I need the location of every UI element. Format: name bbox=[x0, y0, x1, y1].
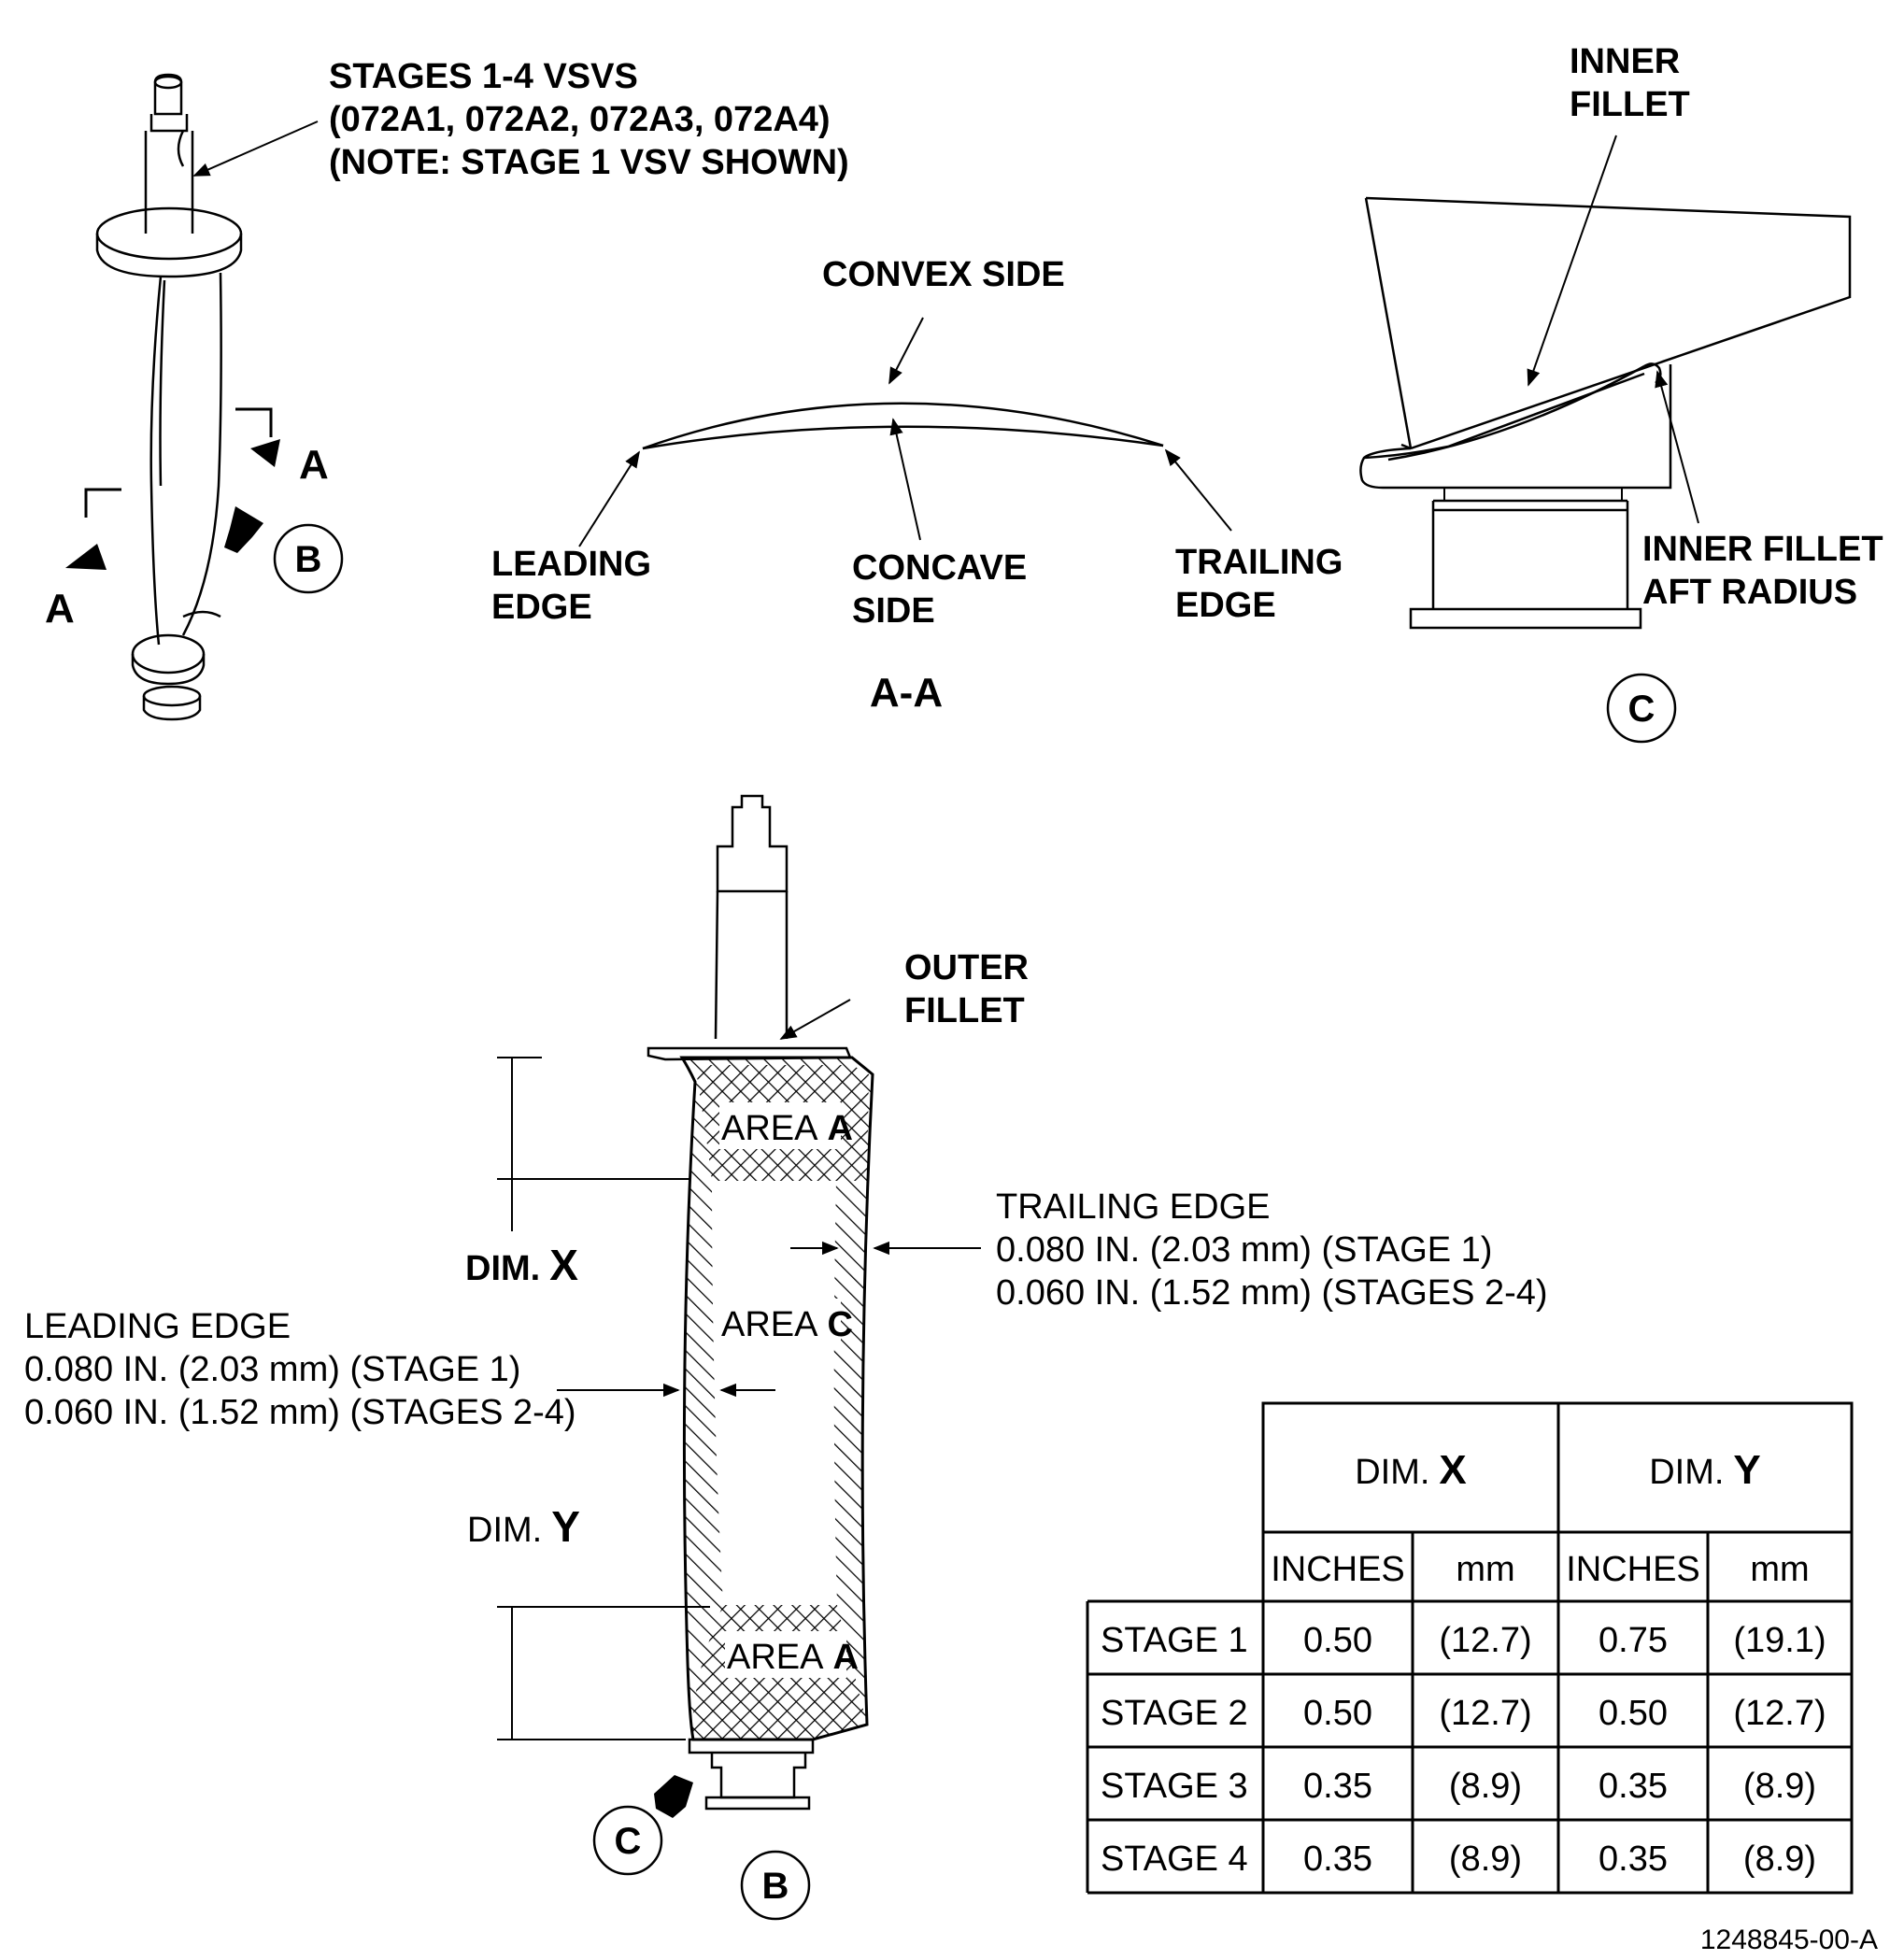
view-b-marker-top: B bbox=[273, 523, 344, 594]
concave-side-label-1: CONCAVE bbox=[852, 548, 1027, 588]
dim-y-label: DIM.Y bbox=[467, 1502, 580, 1551]
figure-id: 1248845-00-A bbox=[1700, 1924, 1878, 1955]
detail-c-view bbox=[1359, 135, 1852, 630]
table-subheader-y-inches: INCHES bbox=[1566, 1550, 1700, 1589]
table-cell-x-mm: (12.7) bbox=[1439, 1694, 1531, 1733]
table-header-dim-x: DIM.X bbox=[1355, 1447, 1467, 1493]
area-prefix: AREA bbox=[721, 1305, 818, 1344]
trailing-edge-label-2: EDGE bbox=[1175, 586, 1276, 625]
concave-side-label-2: SIDE bbox=[852, 591, 935, 631]
view-c-marker-bottom: C bbox=[592, 1805, 663, 1876]
leading-edge-label-1: LEADING bbox=[491, 545, 651, 584]
table-cell-y-mm: (8.9) bbox=[1743, 1767, 1816, 1806]
dim-y-letter: Y bbox=[551, 1502, 580, 1551]
table-cell-x-in: 0.35 bbox=[1303, 1839, 1372, 1879]
area-prefix: AREA bbox=[727, 1638, 824, 1677]
inner-fillet-aft-label-2: AFT RADIUS bbox=[1642, 573, 1857, 612]
trailing-edge-note-1: TRAILING EDGE bbox=[996, 1187, 1271, 1227]
table-cell-stage: STAGE 2 bbox=[1101, 1694, 1248, 1733]
table-cell-stage: STAGE 4 bbox=[1101, 1839, 1248, 1879]
stages-label-line1: STAGES 1-4 VSVS bbox=[329, 57, 638, 96]
dim-prefix: DIM. bbox=[467, 1511, 542, 1550]
view-c-label-top: C bbox=[1628, 689, 1656, 730]
table-cell-y-in: 0.50 bbox=[1599, 1694, 1668, 1733]
leading-edge-note-1: LEADING EDGE bbox=[24, 1307, 291, 1346]
table-header-dim-y: DIM.Y bbox=[1649, 1447, 1761, 1493]
table-subheader-x-mm: mm bbox=[1456, 1550, 1514, 1589]
cut-a-upper: A bbox=[299, 442, 329, 488]
table-cell-y-in: 0.35 bbox=[1599, 1767, 1668, 1806]
dimension-table bbox=[1086, 1401, 1854, 1895]
inner-fillet-label-1: INNER bbox=[1570, 42, 1680, 81]
table-cell-stage: STAGE 3 bbox=[1101, 1767, 1248, 1806]
table-row: STAGE 4 0.35 (8.9) 0.35 (8.9) bbox=[1101, 1839, 1816, 1879]
table-row: STAGE 3 0.35 (8.9) 0.35 (8.9) bbox=[1101, 1767, 1816, 1806]
table-cell-y-in: 0.35 bbox=[1599, 1839, 1668, 1879]
trailing-edge-note-3: 0.060 IN. (1.52 mm) (STAGES 2-4) bbox=[996, 1273, 1548, 1313]
table-cell-x-in: 0.50 bbox=[1303, 1694, 1372, 1733]
view-b-label: B bbox=[295, 539, 322, 580]
outer-fillet-label-1: OUTER bbox=[904, 948, 1029, 987]
convex-side-label: CONVEX SIDE bbox=[822, 255, 1065, 294]
stages-label-line3: (NOTE: STAGE 1 VSV SHOWN) bbox=[329, 143, 849, 182]
trailing-edge-note-2: 0.080 IN. (2.03 mm) (STAGE 1) bbox=[996, 1230, 1492, 1270]
area-prefix: AREA bbox=[721, 1109, 818, 1148]
table-cell-x-mm: (8.9) bbox=[1449, 1839, 1522, 1879]
leading-edge-label-2: EDGE bbox=[491, 588, 592, 627]
view-b-inspection-areas bbox=[497, 794, 981, 1818]
area-a-letter: A bbox=[832, 1638, 858, 1677]
inner-fillet-aft-label-1: INNER FILLET bbox=[1642, 530, 1883, 569]
view-c-label-bottom: C bbox=[615, 1821, 642, 1862]
section-aa-label: A-A bbox=[870, 670, 943, 716]
table-cell-y-mm: (19.1) bbox=[1733, 1621, 1826, 1660]
dim-x-letter: X bbox=[549, 1241, 578, 1289]
view-b-marker-bottom: B bbox=[740, 1850, 811, 1921]
table-row: STAGE 1 0.50 (12.7) 0.75 (19.1) bbox=[1101, 1621, 1826, 1660]
table-cell-y-mm: (12.7) bbox=[1733, 1694, 1826, 1733]
table-cell-x-mm: (12.7) bbox=[1439, 1621, 1531, 1660]
table-cell-stage: STAGE 1 bbox=[1101, 1621, 1248, 1660]
table-cell-x-in: 0.50 bbox=[1303, 1621, 1372, 1660]
leading-edge-note-2: 0.080 IN. (2.03 mm) (STAGE 1) bbox=[24, 1350, 520, 1389]
view-c-marker-top: C bbox=[1606, 673, 1677, 744]
view-b-label-bottom: B bbox=[762, 1866, 789, 1907]
table-subheader-x-inches: INCHES bbox=[1271, 1550, 1405, 1589]
leading-edge-note-3: 0.060 IN. (1.52 mm) (STAGES 2-4) bbox=[24, 1393, 576, 1432]
vsv-isometric-view bbox=[65, 73, 319, 721]
table-cell-y-in: 0.75 bbox=[1599, 1621, 1668, 1660]
table-subheader-y-mm: mm bbox=[1750, 1550, 1809, 1589]
table-row: STAGE 2 0.50 (12.7) 0.50 (12.7) bbox=[1101, 1694, 1826, 1733]
trailing-edge-label-1: TRAILING bbox=[1175, 543, 1343, 582]
airfoil-section-aa bbox=[578, 317, 1232, 547]
table-cell-x-in: 0.35 bbox=[1303, 1767, 1372, 1806]
dim-prefix: DIM. bbox=[465, 1249, 540, 1288]
dim-x-label: DIM.X bbox=[465, 1241, 578, 1289]
table-cell-y-mm: (8.9) bbox=[1743, 1839, 1816, 1879]
inner-fillet-label-2: FILLET bbox=[1570, 85, 1690, 124]
table-cell-x-mm: (8.9) bbox=[1449, 1767, 1522, 1806]
stages-label-line2: (072A1, 072A2, 072A3, 072A4) bbox=[329, 100, 831, 139]
outer-fillet-label-2: FILLET bbox=[904, 991, 1025, 1030]
cut-a-lower: A bbox=[45, 586, 75, 632]
area-a-letter: A bbox=[827, 1109, 852, 1148]
area-c-letter: C bbox=[827, 1305, 852, 1344]
